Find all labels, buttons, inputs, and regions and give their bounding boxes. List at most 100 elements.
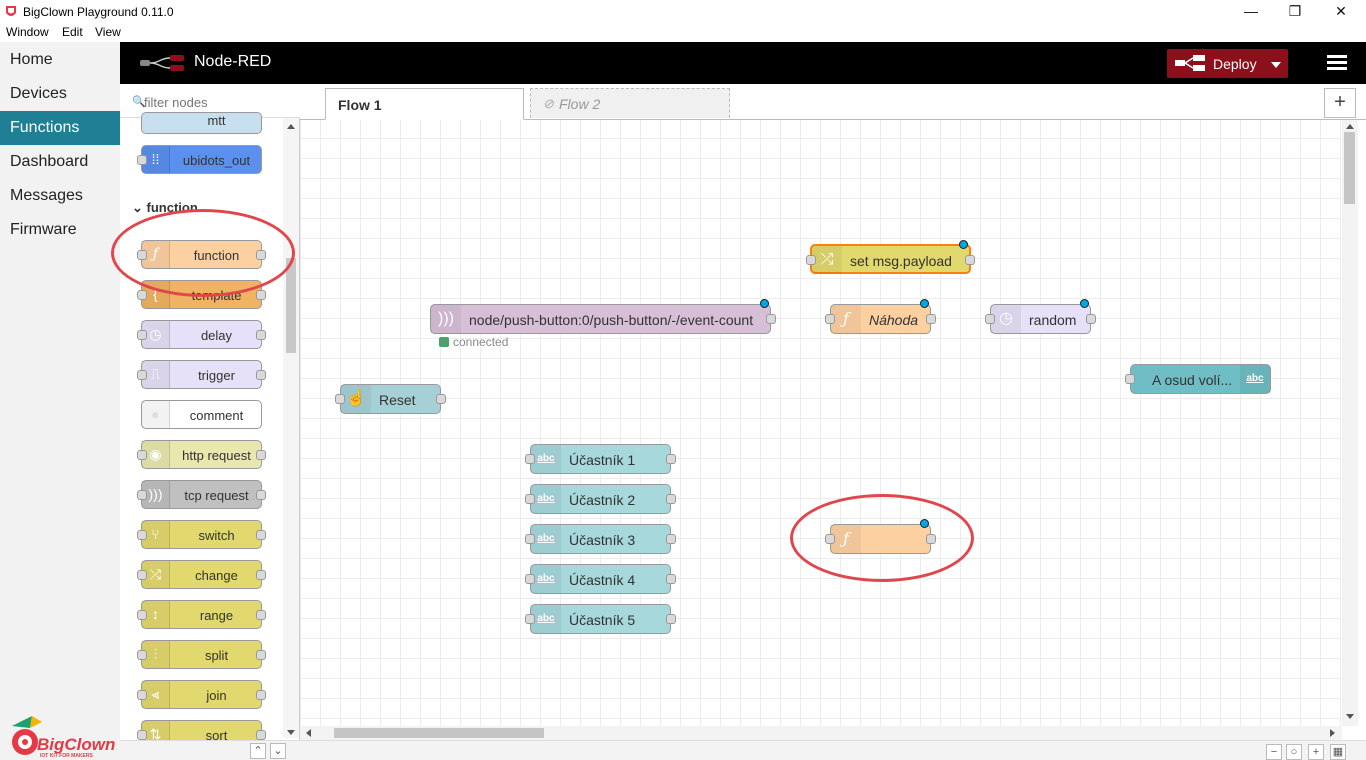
input-port	[137, 450, 147, 460]
scroll-down-icon[interactable]	[287, 730, 295, 735]
output-port[interactable]	[766, 314, 776, 324]
input-port[interactable]	[1125, 374, 1135, 384]
menu-view[interactable]: View	[95, 25, 121, 39]
palette-node-trigger[interactable]: ⎍ trigger	[137, 360, 266, 389]
bridge-icon: )))	[431, 305, 461, 333]
node-mqtt-in[interactable]: ))) node/push-button:0/push-button/-/eve…	[430, 299, 776, 334]
output-port[interactable]	[666, 614, 676, 624]
palette-node-label: trigger	[198, 368, 235, 383]
output-port[interactable]	[436, 394, 446, 404]
restore-button[interactable]: ❐	[1288, 3, 1302, 19]
workspace-vertical-scrollbar[interactable]	[1342, 120, 1358, 726]
chevron-down-icon: ⌄	[132, 200, 143, 215]
node-button-reset[interactable]: ☝ Reset	[335, 384, 446, 414]
palette-node-http-request[interactable]: ◉ http request	[137, 440, 266, 469]
nav-firmware[interactable]: Firmware	[10, 221, 77, 238]
timer-icon: ◷	[991, 305, 1021, 333]
input-port	[137, 730, 147, 740]
node-text-participant-4[interactable]: abc Účastník 4	[525, 564, 676, 594]
expand-all-icon[interactable]: ⌄	[270, 743, 286, 759]
scroll-left-icon[interactable]	[306, 729, 311, 737]
node-change-set-payload[interactable]: ⤮ set msg.payload	[806, 240, 975, 274]
palette-scrollbar[interactable]	[283, 118, 299, 738]
palette-node-comment[interactable]: ● comment	[141, 400, 262, 429]
zoom-out-icon[interactable]: −	[1266, 744, 1282, 760]
input-port[interactable]	[525, 454, 535, 464]
left-nav: Home Devices Functions Dashboard Message…	[0, 42, 120, 760]
highlight-ellipse	[790, 494, 974, 582]
nav-home[interactable]: Home	[10, 51, 53, 68]
node-text-participant-2[interactable]: abc Účastník 2	[525, 484, 676, 514]
node-text-participant-5[interactable]: abc Účastník 5	[525, 604, 676, 634]
input-port[interactable]	[525, 614, 535, 624]
flow-workspace[interactable]: ⤮ set msg.payload ))) node/push-button:0…	[300, 120, 1342, 726]
palette-node-tcp-request[interactable]: ))) tcp request	[137, 480, 266, 509]
node-text-participant-1[interactable]: abc Účastník 1	[525, 444, 676, 474]
input-port[interactable]	[335, 394, 345, 404]
node-delay-random[interactable]: ◷ random	[985, 299, 1096, 334]
output-port[interactable]	[965, 255, 975, 265]
nav-functions[interactable]: Functions	[0, 111, 120, 145]
output-port	[256, 370, 266, 380]
tab-flow-1[interactable]: Flow 1	[325, 88, 524, 120]
scroll-up-icon[interactable]	[287, 124, 295, 129]
add-flow-button[interactable]: +	[1324, 88, 1356, 118]
palette-node-split[interactable]: ⫶ split	[137, 640, 266, 669]
node-text-a-osud-voli[interactable]: A osud volí... abc	[1125, 364, 1271, 394]
horizontal-scroll-thumb[interactable]	[334, 728, 544, 738]
palette-node-delay[interactable]: ◷ delay	[137, 320, 266, 349]
output-port[interactable]	[666, 494, 676, 504]
palette-node-mqtt[interactable]: mtt	[141, 112, 262, 134]
palette-node-switch[interactable]: ⑂ switch	[137, 520, 266, 549]
tab-flow-2[interactable]: ⊘ Flow 2	[530, 88, 730, 118]
menu-edit[interactable]: Edit	[62, 25, 83, 39]
palette-node-range[interactable]: ↕ range	[137, 600, 266, 629]
hand-pointer-icon: ☝	[341, 385, 371, 413]
input-port	[137, 370, 147, 380]
navigator-map-icon[interactable]: ▦	[1330, 744, 1346, 760]
scroll-down-icon[interactable]	[1346, 714, 1354, 719]
abc-icon: abc	[531, 565, 561, 593]
zoom-reset-icon[interactable]: ○	[1286, 744, 1302, 760]
deploy-button[interactable]: Deploy	[1167, 49, 1288, 78]
output-port[interactable]	[666, 534, 676, 544]
close-button[interactable]: ✕	[1335, 3, 1347, 19]
input-port[interactable]	[525, 574, 535, 584]
node-text-participant-3[interactable]: abc Účastník 3	[525, 524, 676, 554]
output-port	[256, 650, 266, 660]
filter-nodes-input[interactable]	[144, 93, 294, 111]
status-dot-icon	[439, 337, 449, 347]
palette-scroll-thumb[interactable]	[286, 258, 296, 353]
palette-node-change[interactable]: ⤮ change	[137, 560, 266, 589]
palette-node-join[interactable]: ⫷ join	[137, 680, 266, 709]
minimize-button[interactable]: —	[1244, 3, 1258, 19]
brand-name: BigClown	[37, 735, 116, 754]
input-port[interactable]	[985, 314, 995, 324]
input-port[interactable]	[825, 314, 835, 324]
node-function-nahoda[interactable]: ƒ Náhoda	[825, 299, 936, 334]
nav-dashboard[interactable]: Dashboard	[10, 153, 89, 170]
output-port[interactable]	[1086, 314, 1096, 324]
palette-footer: ⌃ ⌄	[120, 740, 300, 760]
flow-tabs: Flow 1 ⊘ Flow 2 +	[300, 84, 1366, 120]
output-port[interactable]	[926, 314, 936, 324]
menu-icon[interactable]	[1327, 55, 1347, 71]
palette-node-ubidots-out[interactable]: ⁞⁞ ubidots_out	[137, 145, 262, 174]
zoom-in-icon[interactable]: +	[1308, 744, 1324, 760]
chevron-down-icon[interactable]	[1271, 62, 1281, 68]
scroll-up-icon[interactable]	[1346, 124, 1354, 129]
node-label: Účastník 4	[569, 572, 636, 588]
scroll-right-icon[interactable]	[1330, 729, 1335, 737]
input-port[interactable]	[525, 534, 535, 544]
output-port[interactable]	[666, 574, 676, 584]
menu-window[interactable]: Window	[6, 25, 49, 39]
output-port[interactable]	[666, 454, 676, 464]
nav-devices[interactable]: Devices	[10, 85, 67, 102]
input-port[interactable]	[806, 255, 816, 265]
function-icon: ƒ	[831, 305, 861, 333]
input-port[interactable]	[525, 494, 535, 504]
workspace-horizontal-scrollbar[interactable]	[300, 726, 1342, 740]
collapse-all-icon[interactable]: ⌃	[250, 743, 266, 759]
nav-messages[interactable]: Messages	[10, 187, 83, 204]
vertical-scroll-thumb[interactable]	[1344, 132, 1355, 204]
